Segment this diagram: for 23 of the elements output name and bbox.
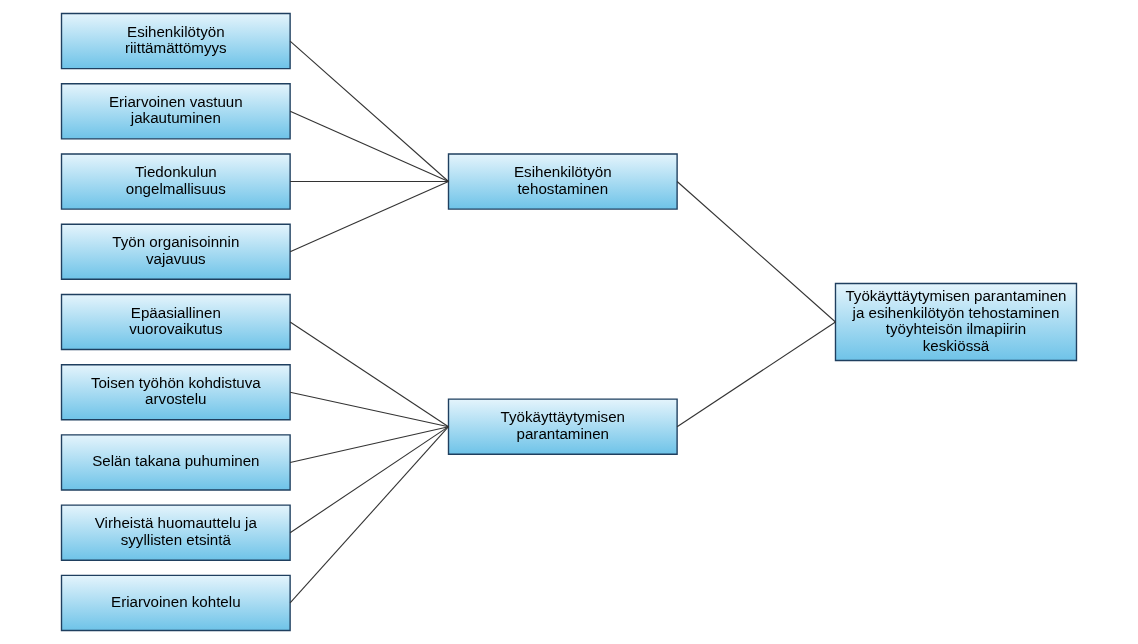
node-box: Selän takana puhuminen <box>60 434 291 491</box>
node-box: Työn organisoinnin vajavuus <box>60 223 291 280</box>
connector <box>289 110 450 183</box>
connector <box>676 321 837 428</box>
node-box: Eriarvoinen kohtelu <box>60 574 291 632</box>
connector <box>289 426 450 464</box>
node-box: Toisen työhön kohdistuva arvostelu <box>60 364 291 421</box>
node-box: Tiedonkulun ongelmallisuus <box>60 153 291 210</box>
node-box: Työkäyttäytymisen parantaminen ja esihenkilötyön tehostaminen työyhteisön ilmapiirin keskiössä <box>834 282 1078 362</box>
connector <box>676 181 837 323</box>
connector <box>289 321 450 428</box>
connector <box>289 426 450 534</box>
node-box: Eriarvoinen vastuun jakautuminen <box>60 83 291 140</box>
node-box: Esihenkilötyön riittämättömyys <box>60 12 291 70</box>
node-box: Työkäyttäytymisen parantaminen <box>447 398 678 455</box>
connector <box>289 181 450 253</box>
node-box: Epäasiallinen vuorovaikutus <box>60 293 291 351</box>
connector <box>289 181 450 183</box>
connector <box>289 40 450 183</box>
node-box: Virheistä huomauttelu ja syyllisten etsintä <box>60 504 291 561</box>
connector <box>289 426 450 604</box>
connector <box>289 391 450 428</box>
node-box: Esihenkilötyön tehostaminen <box>447 153 678 210</box>
